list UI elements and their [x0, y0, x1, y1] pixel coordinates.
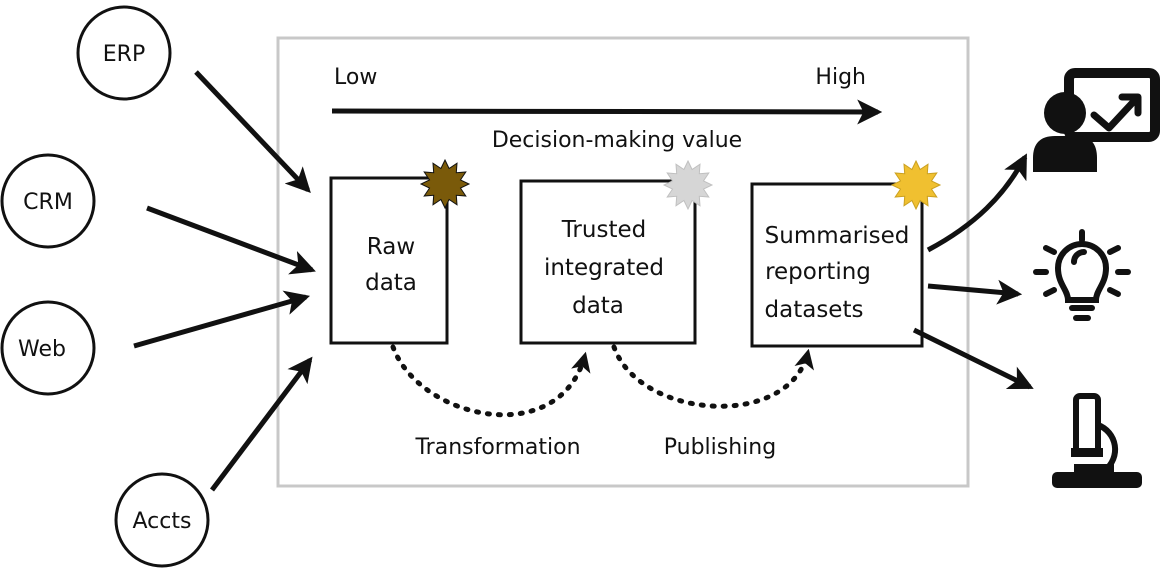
source-crm-label: CRM [23, 190, 73, 215]
transformation-label: Transformation [414, 435, 580, 460]
quality-badge-silver-icon [662, 159, 714, 211]
source-accts: Accts [114, 472, 210, 568]
value-low-label: Low [334, 65, 377, 90]
lightbulb-icon [1033, 229, 1131, 321]
source-crm: CRM [0, 153, 96, 249]
platform-frame [276, 36, 970, 488]
stage-trusted-line-2: integrated [544, 255, 664, 281]
arrow-accts-to-raw [210, 356, 313, 492]
stage-raw-line-2: data [365, 270, 417, 296]
stage-trusted-line-3: data [572, 293, 624, 319]
value-axis-caption: Decision-making value [492, 128, 742, 153]
stage-summarised-line-2: reporting [765, 259, 871, 285]
stage-summarised-datasets: Summarised reporting datasets [750, 182, 924, 348]
stage-raw-line-1: Raw [367, 234, 415, 260]
value-high-label: High [815, 65, 866, 90]
value-axis-arrow [331, 99, 883, 125]
stage-summarised-line-1: Summarised [765, 223, 910, 249]
arrow-web-to-raw [133, 290, 311, 349]
stage-trusted-data: Trusted integrated data [519, 179, 697, 345]
source-web: Web [0, 300, 96, 396]
transformation-flow-arrow [390, 344, 591, 418]
quality-badge-gold-icon [890, 159, 942, 211]
arrow-crm-to-raw [146, 205, 316, 275]
arrow-to-microscope [912, 327, 1034, 390]
quality-badge-bronze-icon [419, 158, 471, 210]
stage-summarised-line-3: datasets [765, 297, 864, 323]
arrow-erp-to-raw [194, 70, 311, 194]
publishing-flow-arrow [611, 344, 814, 409]
source-web-label: Web [18, 337, 66, 362]
arrow-to-lightbulb [927, 279, 1023, 305]
arrow-to-presenter [926, 153, 1028, 253]
microscope-icon [1052, 393, 1142, 488]
source-erp-label: ERP [103, 42, 145, 67]
publishing-label: Publishing [664, 435, 776, 460]
presenter-chart-icon [1033, 68, 1160, 172]
stage-trusted-line-1: Trusted [561, 217, 646, 243]
stage-raw-data: Raw data [329, 176, 449, 345]
source-erp: ERP [76, 5, 172, 101]
source-accts-label: Accts [133, 509, 192, 534]
